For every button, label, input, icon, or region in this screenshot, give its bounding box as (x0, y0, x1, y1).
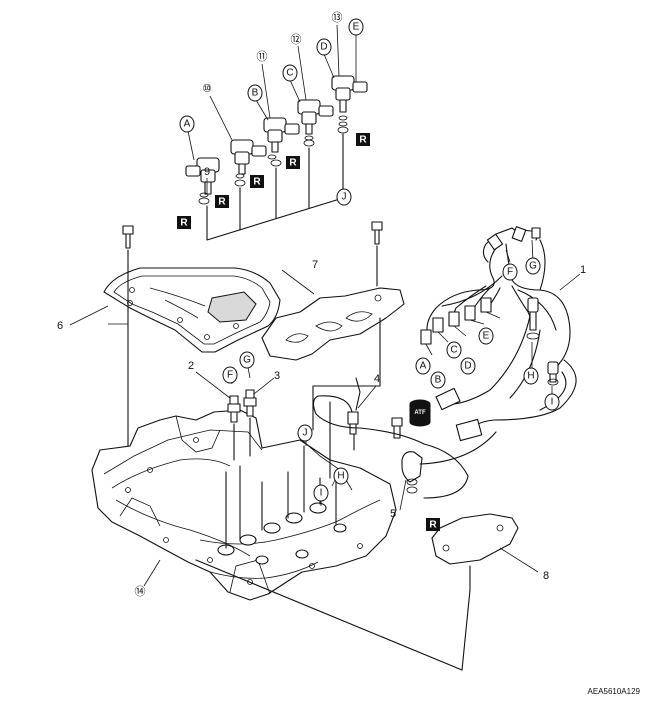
callout-G-sensor: G (239, 351, 255, 369)
replace-mark-3: R (250, 175, 264, 188)
control-valve-body-14 (91, 409, 397, 601)
svg-text:I: I (551, 397, 554, 408)
svg-text:G: G (243, 355, 251, 366)
part-number-8: 8 (543, 570, 549, 582)
callout-H-harness: H (523, 367, 539, 385)
sensor-2 (227, 395, 241, 423)
solenoid-valve-12 (297, 99, 334, 141)
figure-code: AEA5610A129 (588, 687, 641, 696)
replace-mark-6: R (426, 518, 440, 531)
solenoid-valve-13 (331, 75, 368, 127)
part-number-1: 1 (580, 264, 586, 276)
svg-text:R: R (359, 135, 367, 146)
oil-strainer-cover-6 (103, 267, 281, 353)
replace-mark-4: R (286, 156, 300, 169)
part-number-3: 3 (274, 370, 280, 382)
bolt-left (122, 225, 134, 249)
part-number-10: ⑩ (202, 83, 212, 95)
callout-F-harness: F (502, 263, 518, 281)
callout-B-top: B (247, 84, 263, 102)
assembly-line-bottom (195, 559, 471, 671)
svg-text:R: R (429, 520, 437, 531)
sensor-3 (243, 389, 257, 417)
callout-I-body: I (313, 484, 329, 502)
svg-text:H: H (527, 371, 534, 382)
callout-E-top: E (348, 18, 364, 36)
bolt-right (371, 221, 383, 245)
callout-D-top: D (316, 38, 332, 56)
atf-label: ATF (414, 410, 426, 416)
callout-G-harness: G (525, 257, 541, 275)
sensor-5 (359, 417, 497, 499)
svg-text:F: F (227, 370, 233, 381)
replace-mark-1: R (177, 216, 191, 229)
part-number-5: 5 (390, 508, 396, 520)
callout-B-harness: B (430, 371, 446, 389)
callout-D-harness: D (460, 357, 476, 375)
svg-text:B: B (435, 375, 442, 386)
svg-text:R: R (218, 197, 226, 208)
svg-text:A: A (420, 361, 427, 372)
callout-A-top: A (179, 115, 195, 133)
callout-I-harness: I (544, 393, 560, 411)
svg-text:R: R (289, 158, 297, 169)
callout-H-body: H (333, 467, 349, 485)
solenoid-valve-9 (185, 157, 220, 198)
callout-F-sensor: F (222, 366, 238, 384)
svg-text:C: C (450, 345, 457, 356)
sensor-4 (312, 377, 361, 435)
callout-C-top: C (282, 64, 298, 82)
svg-text:C: C (286, 68, 293, 79)
svg-text:D: D (320, 42, 327, 53)
part-number-9: 9 (204, 166, 210, 178)
part-number-2: 2 (188, 360, 194, 372)
solenoid-valve-10 (230, 139, 267, 179)
part-number-12: ⑫ (291, 33, 302, 46)
part-number-6: 6 (57, 320, 63, 332)
svg-text:G: G (529, 261, 537, 272)
svg-text:I: I (320, 488, 323, 499)
part-number-11: ⑪ (257, 50, 268, 63)
valve-body-leader-lines (225, 401, 355, 549)
svg-text:D: D (464, 361, 471, 372)
callout-A-harness: A (415, 357, 431, 375)
callout-J-body: J (297, 424, 313, 442)
callout-J-top: J (336, 188, 352, 206)
part-number-7: 7 (312, 259, 318, 271)
part-number-13: ⑬ (332, 11, 343, 24)
separator-plate-7 (261, 287, 405, 361)
svg-text:R: R (253, 177, 261, 188)
svg-text:J: J (342, 192, 347, 203)
bracket-8 (431, 513, 519, 565)
svg-text:B: B (252, 88, 259, 99)
wiring-harness-1 (420, 226, 577, 442)
replace-mark-2: R (215, 195, 229, 208)
svg-text:A: A (184, 119, 191, 130)
svg-text:E: E (353, 22, 360, 33)
svg-text:R: R (180, 218, 188, 229)
svg-text:E: E (483, 331, 490, 342)
callout-E-harness: E (478, 327, 494, 345)
svg-text:J: J (303, 428, 308, 439)
solenoid-valve-11 (263, 117, 300, 160)
replace-mark-5: R (356, 133, 370, 146)
part-number-14: ⑭ (135, 585, 146, 598)
svg-text:H: H (337, 471, 344, 482)
svg-text:F: F (507, 267, 513, 278)
atf-mark: ATF (409, 399, 431, 427)
o-rings-solenoids (198, 126, 349, 205)
part-number-4: 4 (374, 373, 380, 385)
callout-C-harness: C (446, 341, 462, 359)
